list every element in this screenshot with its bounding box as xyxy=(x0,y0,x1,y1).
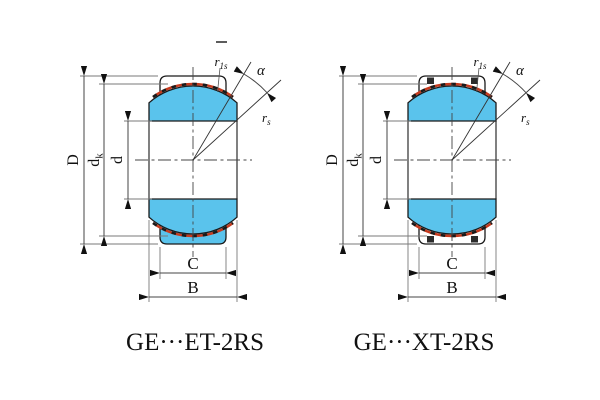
label-inner-ring-width-B: B xyxy=(446,278,457,297)
diagram-title-xt: GE···XT-2RS xyxy=(354,329,495,356)
diagram-title-et: GE···ET-2RS xyxy=(126,329,264,356)
label-sphere-diameter-dk: dk xyxy=(86,153,106,167)
label-outer-ring-width-C: C xyxy=(187,254,198,273)
diagram-ge-xt-2rs: D dk d C B r1s α rs GE···XT-2RS xyxy=(324,54,541,356)
label-bore-diameter-d: d xyxy=(368,156,385,164)
label-chamfer-rs: rs xyxy=(262,110,271,127)
r1s-leader-line xyxy=(217,67,221,93)
label-outer-diameter-D: D xyxy=(65,154,82,166)
misalignment-angle-arc xyxy=(233,66,277,103)
label-chamfer-r1s: r1s xyxy=(473,54,487,71)
r1s-leader-line xyxy=(476,67,480,93)
extension-lines xyxy=(339,75,497,302)
label-chamfer-rs: rs xyxy=(521,110,530,127)
label-angle-alpha: α xyxy=(257,63,266,79)
diagram-ge-et-2rs: D dk d C B r1s α rs GE···ET-2RS xyxy=(65,41,282,356)
label-outer-diameter-D: D xyxy=(324,154,341,166)
label-sphere-diameter-dk: dk xyxy=(345,153,365,167)
label-inner-ring-width-B: B xyxy=(187,278,198,297)
label-bore-diameter-d: d xyxy=(109,156,126,164)
label-outer-ring-width-C: C xyxy=(446,254,457,273)
extension-lines xyxy=(80,75,238,302)
label-angle-alpha: α xyxy=(516,63,525,79)
label-chamfer-r1s: r1s xyxy=(214,54,228,71)
misalignment-angle-arc xyxy=(492,66,536,103)
